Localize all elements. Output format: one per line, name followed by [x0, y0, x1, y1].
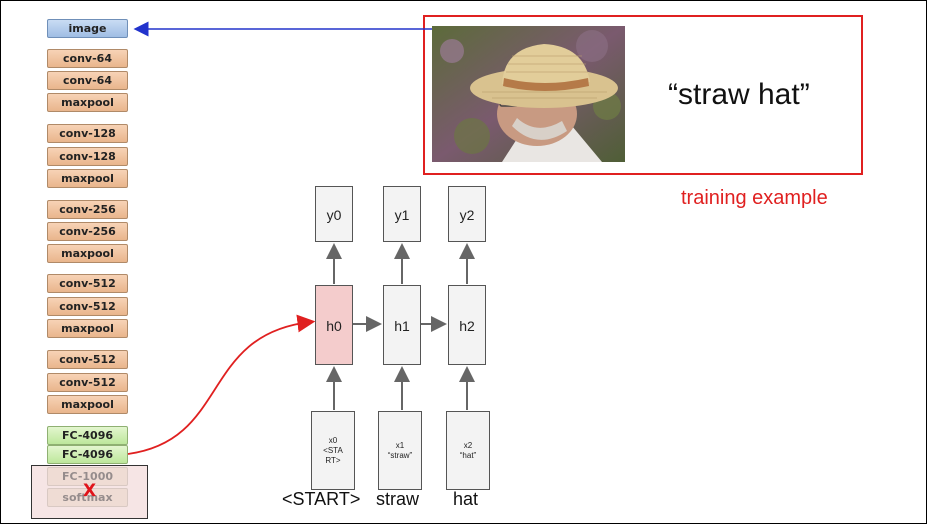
input-x2-token: “hat” [459, 450, 477, 460]
layer-maxpool-3: maxpool [47, 244, 128, 263]
layer-maxpool-2: maxpool [47, 169, 128, 188]
training-example-box [423, 15, 863, 175]
word-hat: hat [453, 489, 479, 509]
layer-fc-1000: FC-1000 [47, 467, 128, 486]
layer-conv-128-b: conv-128 [47, 147, 128, 166]
input-x1-token: “straw” [387, 450, 413, 460]
layer-conv-512-c: conv-512 [47, 350, 128, 369]
output-y1: y1 [383, 186, 421, 242]
hidden-h2: h2 [448, 285, 486, 365]
feature-arrow [127, 314, 316, 455]
layer-conv-512-d: conv-512 [47, 373, 128, 392]
hidden-h0: h0 [315, 285, 353, 365]
hidden-h1: h1 [383, 285, 421, 365]
layer-conv-64-a: conv-64 [47, 49, 128, 68]
input-x0-name: x0 [328, 435, 338, 445]
output-y0: y0 [315, 186, 353, 242]
layer-fc-4096-b: FC-4096 [47, 445, 128, 464]
layer-fc-4096-a: FC-4096 [47, 426, 128, 445]
layer-maxpool-4: maxpool [47, 319, 128, 338]
word-start: <START> [282, 489, 361, 509]
input-x2: x2 “hat” [446, 411, 490, 490]
layer-conv-256-a: conv-256 [47, 200, 128, 219]
layer-conv-64-b: conv-64 [47, 71, 128, 90]
input-x0-token: <STA [323, 445, 343, 455]
input-x0: x0 <STA RT> [311, 411, 355, 490]
word-straw: straw [376, 489, 420, 509]
removed-x-mark: X [83, 481, 97, 501]
layer-conv-512-b: conv-512 [47, 297, 128, 316]
layer-conv-128-a: conv-128 [47, 124, 128, 143]
layer-maxpool-5: maxpool [47, 395, 128, 414]
input-x2-name: x2 [463, 440, 473, 450]
layer-conv-512-a: conv-512 [47, 274, 128, 293]
removed-layers-region [31, 465, 148, 519]
input-x1: x1 “straw” [378, 411, 422, 490]
layer-image: image [47, 19, 128, 38]
layer-softmax: softmax [47, 488, 128, 507]
input-x0-token-cont: RT> [325, 455, 341, 465]
layer-maxpool-1: maxpool [47, 93, 128, 112]
layer-conv-256-b: conv-256 [47, 222, 128, 241]
training-example-label: training example [681, 187, 828, 209]
caption-text: “straw hat” [668, 78, 810, 111]
output-y2: y2 [448, 186, 486, 242]
input-x1-name: x1 [395, 440, 405, 450]
straw-hat-photo [432, 26, 625, 162]
